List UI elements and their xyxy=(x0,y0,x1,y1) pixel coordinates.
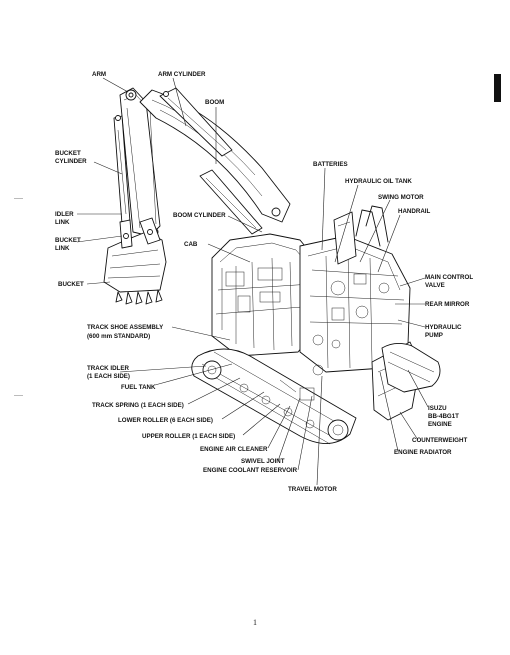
label-fuel-tank: FUEL TANK xyxy=(121,384,156,391)
label-bucket-cylinder: BUCKET xyxy=(55,150,81,157)
label-bucket: BUCKET xyxy=(58,281,84,288)
label-swivel-joint: SWIVEL JOINT xyxy=(241,458,285,465)
page-number: 1 xyxy=(253,618,257,627)
engine-compartment-drawing xyxy=(299,235,411,373)
label-bucket-link: BUCKET xyxy=(55,237,81,244)
label-cab: CAB xyxy=(184,241,198,248)
section-tab-marker xyxy=(494,74,501,102)
boom-drawing xyxy=(139,89,291,223)
label-boom-cylinder: BOOM CYLINDER xyxy=(173,212,226,219)
label-boom: BOOM xyxy=(205,99,224,106)
track-drawing xyxy=(191,343,441,445)
label-handrail: HANDRAIL xyxy=(398,208,431,215)
label-isuzu-engine-2: BB-4BG1T xyxy=(428,413,459,420)
travel-motor-drawing xyxy=(279,364,324,401)
label-track-idler-2: (1 EACH SIDE) xyxy=(87,373,130,380)
arm-cylinder-drawing xyxy=(159,87,233,157)
cab-drawing xyxy=(211,233,319,357)
label-swing-motor: SWING MOTOR xyxy=(378,194,424,201)
label-isuzu-engine: ISUZU xyxy=(428,405,447,412)
boom-cylinder-drawing xyxy=(199,169,263,235)
callout-labels: ARM ARM CYLINDER BOOM BUCKET CYLINDER BA… xyxy=(55,71,473,493)
label-track-shoe-assembly-2: (600 mm STANDARD) xyxy=(87,333,150,340)
label-engine-air-cleaner: ENGINE AIR CLEANER xyxy=(200,446,268,453)
label-isuzu-engine-3: ENGINE xyxy=(428,421,452,428)
label-bucket-link-2: LINK xyxy=(55,245,70,252)
label-arm-cylinder: ARM CYLINDER xyxy=(158,71,206,78)
label-track-idler: TRACK IDLER xyxy=(87,365,129,372)
label-engine-coolant-reservoir: ENGINE COOLANT RESERVOIR xyxy=(203,467,298,474)
label-batteries: BATTERIES xyxy=(313,161,348,168)
label-travel-motor: TRAVEL MOTOR xyxy=(288,486,337,493)
label-hydraulic-oil-tank: HYDRAULIC OIL TANK xyxy=(345,178,412,185)
label-hydraulic-pump: HYDRAULIC xyxy=(425,324,462,331)
label-bucket-cylinder-2: CYLINDER xyxy=(55,158,87,165)
label-main-control-valve-2: VALVE xyxy=(425,282,445,289)
label-lower-roller: LOWER ROLLER (6 EACH SIDE) xyxy=(118,417,213,424)
label-track-spring: TRACK SPRING (1 EACH SIDE) xyxy=(92,402,184,409)
margin-mark xyxy=(14,198,23,199)
label-idler-link: IDLER xyxy=(55,211,74,218)
excavator-illustration xyxy=(103,87,441,445)
oil-tank-drawing xyxy=(333,205,389,265)
label-main-control-valve: MAIN CONTROL xyxy=(425,274,473,281)
label-engine-radiator: ENGINE RADIATOR xyxy=(394,449,452,456)
bucket-drawing xyxy=(103,217,167,305)
label-upper-roller: UPPER ROLLER (1 EACH SIDE) xyxy=(142,433,235,440)
label-track-shoe-assembly: TRACK SHOE ASSEMBLY xyxy=(87,324,164,331)
label-idler-link-2: LINK xyxy=(55,219,70,226)
margin-mark xyxy=(14,395,23,396)
label-arm: ARM xyxy=(92,71,106,78)
label-rear-mirror: REAR MIRROR xyxy=(425,301,470,308)
label-counterweight: COUNTERWEIGHT xyxy=(412,437,467,444)
leader-lines xyxy=(76,77,429,486)
label-hydraulic-pump-2: PUMP xyxy=(425,332,443,339)
